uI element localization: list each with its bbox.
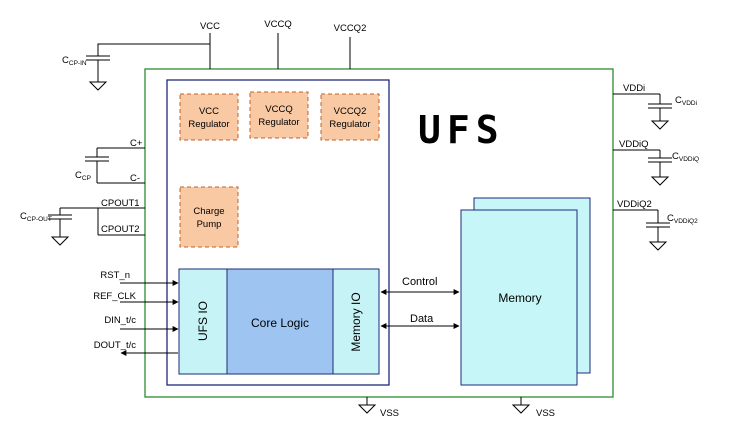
ground-icon (511, 404, 531, 414)
ground-icon (357, 404, 377, 414)
svg-text:C-: C- (130, 173, 140, 184)
svg-text:Memory: Memory (498, 291, 541, 305)
svg-text:Control: Control (402, 276, 437, 288)
svg-text:VCCQ: VCCQ (265, 104, 292, 115)
svg-text:CCP: CCP (75, 170, 91, 182)
signal-rst-n: RST_n (100, 270, 179, 286)
svg-text:VCCQ2: VCCQ2 (334, 106, 367, 117)
svg-text:CPOUT1: CPOUT1 (101, 198, 140, 209)
capacitor-cp-out: CPOUT1 CPOUT2 CCP-OUT (20, 198, 145, 237)
charge-pump: Charge Pump (179, 186, 239, 248)
memory-io-block: Memory IO (332, 268, 380, 375)
svg-text:REF_CLK: REF_CLK (93, 291, 136, 302)
svg-text:UFS IO: UFS IO (196, 301, 210, 341)
control-bus: Control (380, 276, 460, 295)
ground-icon (88, 81, 108, 91)
svg-text:Pump: Pump (197, 219, 222, 230)
svg-text:VSS: VSS (380, 408, 399, 419)
core-logic-block: Core Logic (226, 268, 334, 375)
svg-text:CVDDiQ2: CVDDiQ2 (667, 213, 698, 225)
svg-text:Memory IO: Memory IO (349, 292, 363, 351)
svg-text:Charge: Charge (193, 206, 224, 217)
signal-dout: DOUT_t/c (94, 340, 178, 356)
ufs-io-block: UFS IO (178, 268, 228, 375)
pin-vddiq2: VDDiQ2 CVDDiQ2 (613, 199, 698, 251)
ground-icon (50, 236, 70, 246)
signal-din: DIN_t/c (104, 315, 179, 332)
svg-text:CCP-IN: CCP-IN (62, 55, 87, 67)
svg-text:Core Logic: Core Logic (251, 316, 309, 330)
capacitor-cp-in: CCP-IN (62, 43, 210, 82)
svg-text:Regulator: Regulator (188, 119, 229, 130)
svg-text:Data: Data (410, 313, 434, 325)
ground-icon (650, 120, 670, 130)
svg-text:RST_n: RST_n (100, 270, 130, 281)
power-pin-vcc: VCC (200, 21, 220, 69)
vccq-regulator: VCCQ Regulator (249, 91, 309, 139)
svg-text:CCP-OUT: CCP-OUT (20, 211, 52, 223)
signal-ref-clk: REF_CLK (93, 291, 179, 305)
svg-text:Regulator: Regulator (258, 117, 299, 128)
vccq2-regulator: VCCQ2 Regulator (320, 93, 380, 141)
svg-text:Regulator: Regulator (329, 119, 370, 130)
svg-text:DOUT_t/c: DOUT_t/c (94, 340, 136, 351)
svg-text:VCCQ: VCCQ (264, 19, 291, 30)
svg-text:CPOUT2: CPOUT2 (101, 224, 140, 235)
svg-text:VDDiQ: VDDiQ (619, 139, 649, 150)
vss-right: VSS (511, 397, 555, 419)
capacitor-cp: C+ C- CCP (75, 138, 145, 184)
svg-text:DIN_t/c: DIN_t/c (104, 315, 136, 326)
svg-text:VDDi: VDDi (623, 83, 645, 94)
svg-text:C+: C+ (130, 138, 143, 149)
ufs-title: UFS (418, 108, 505, 152)
data-bus: Data (380, 313, 460, 329)
svg-text:VCCQ2: VCCQ2 (334, 23, 367, 34)
svg-text:VCC: VCC (199, 106, 219, 117)
svg-text:VSS: VSS (536, 408, 555, 419)
power-pin-vccq: VCCQ (264, 19, 292, 69)
svg-text:VCC: VCC (200, 21, 220, 32)
pin-vddiq: VDDiQ CVDDiQ (613, 139, 699, 186)
ground-icon (650, 176, 670, 186)
svg-text:VDDiQ2: VDDiQ2 (617, 199, 652, 210)
svg-text:CVDDiQ: CVDDiQ (672, 151, 699, 163)
vcc-regulator: VCC Regulator (179, 93, 239, 141)
memory-block: Memory (460, 197, 591, 386)
power-pin-vccq2: VCCQ2 (334, 23, 367, 69)
ground-icon (648, 241, 668, 251)
svg-text:CVDDi: CVDDi (675, 95, 697, 107)
vss-left: VSS (357, 397, 399, 419)
pin-vddi: VDDi CVDDi (613, 83, 697, 130)
